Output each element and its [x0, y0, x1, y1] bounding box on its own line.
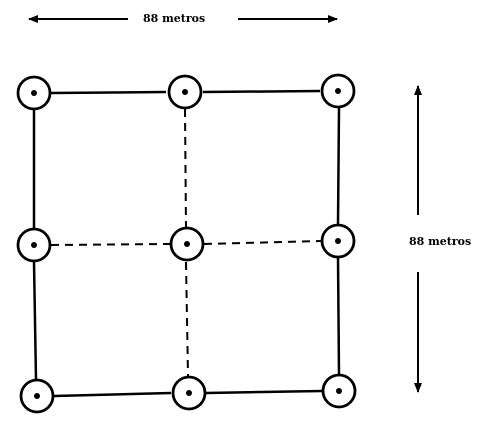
horizontal-dimension-label: 88 metros [143, 12, 206, 26]
node-top-right [320, 73, 356, 109]
perimeter-bottom-right [205, 389, 323, 395]
perimeter-top-right [202, 89, 321, 94]
node-bottom-left [19, 378, 55, 414]
interior-horizontal-right [203, 240, 323, 245]
node-center [169, 226, 205, 262]
node-middle-right [320, 223, 356, 259]
interior-lines [50, 108, 323, 377]
perimeter-left-lower [32, 261, 38, 381]
perimeter-right-lower [336, 257, 341, 375]
node-bottom-right [321, 373, 357, 409]
vertical-dimension-label: 88 metros [409, 235, 472, 249]
grid-nodes [16, 73, 357, 414]
perimeter-right-upper [336, 107, 341, 225]
node-top-left [16, 75, 52, 111]
node-bottom-middle [171, 375, 207, 411]
perimeter-lines [32, 89, 341, 398]
interior-vertical-top [184, 108, 187, 229]
interior-vertical-bottom [185, 261, 189, 377]
interior-horizontal-left [50, 243, 171, 246]
perimeter-bottom-left [53, 391, 172, 398]
node-middle-left [16, 227, 52, 263]
perimeter-top-left [50, 90, 167, 95]
node-top-middle [167, 74, 203, 110]
